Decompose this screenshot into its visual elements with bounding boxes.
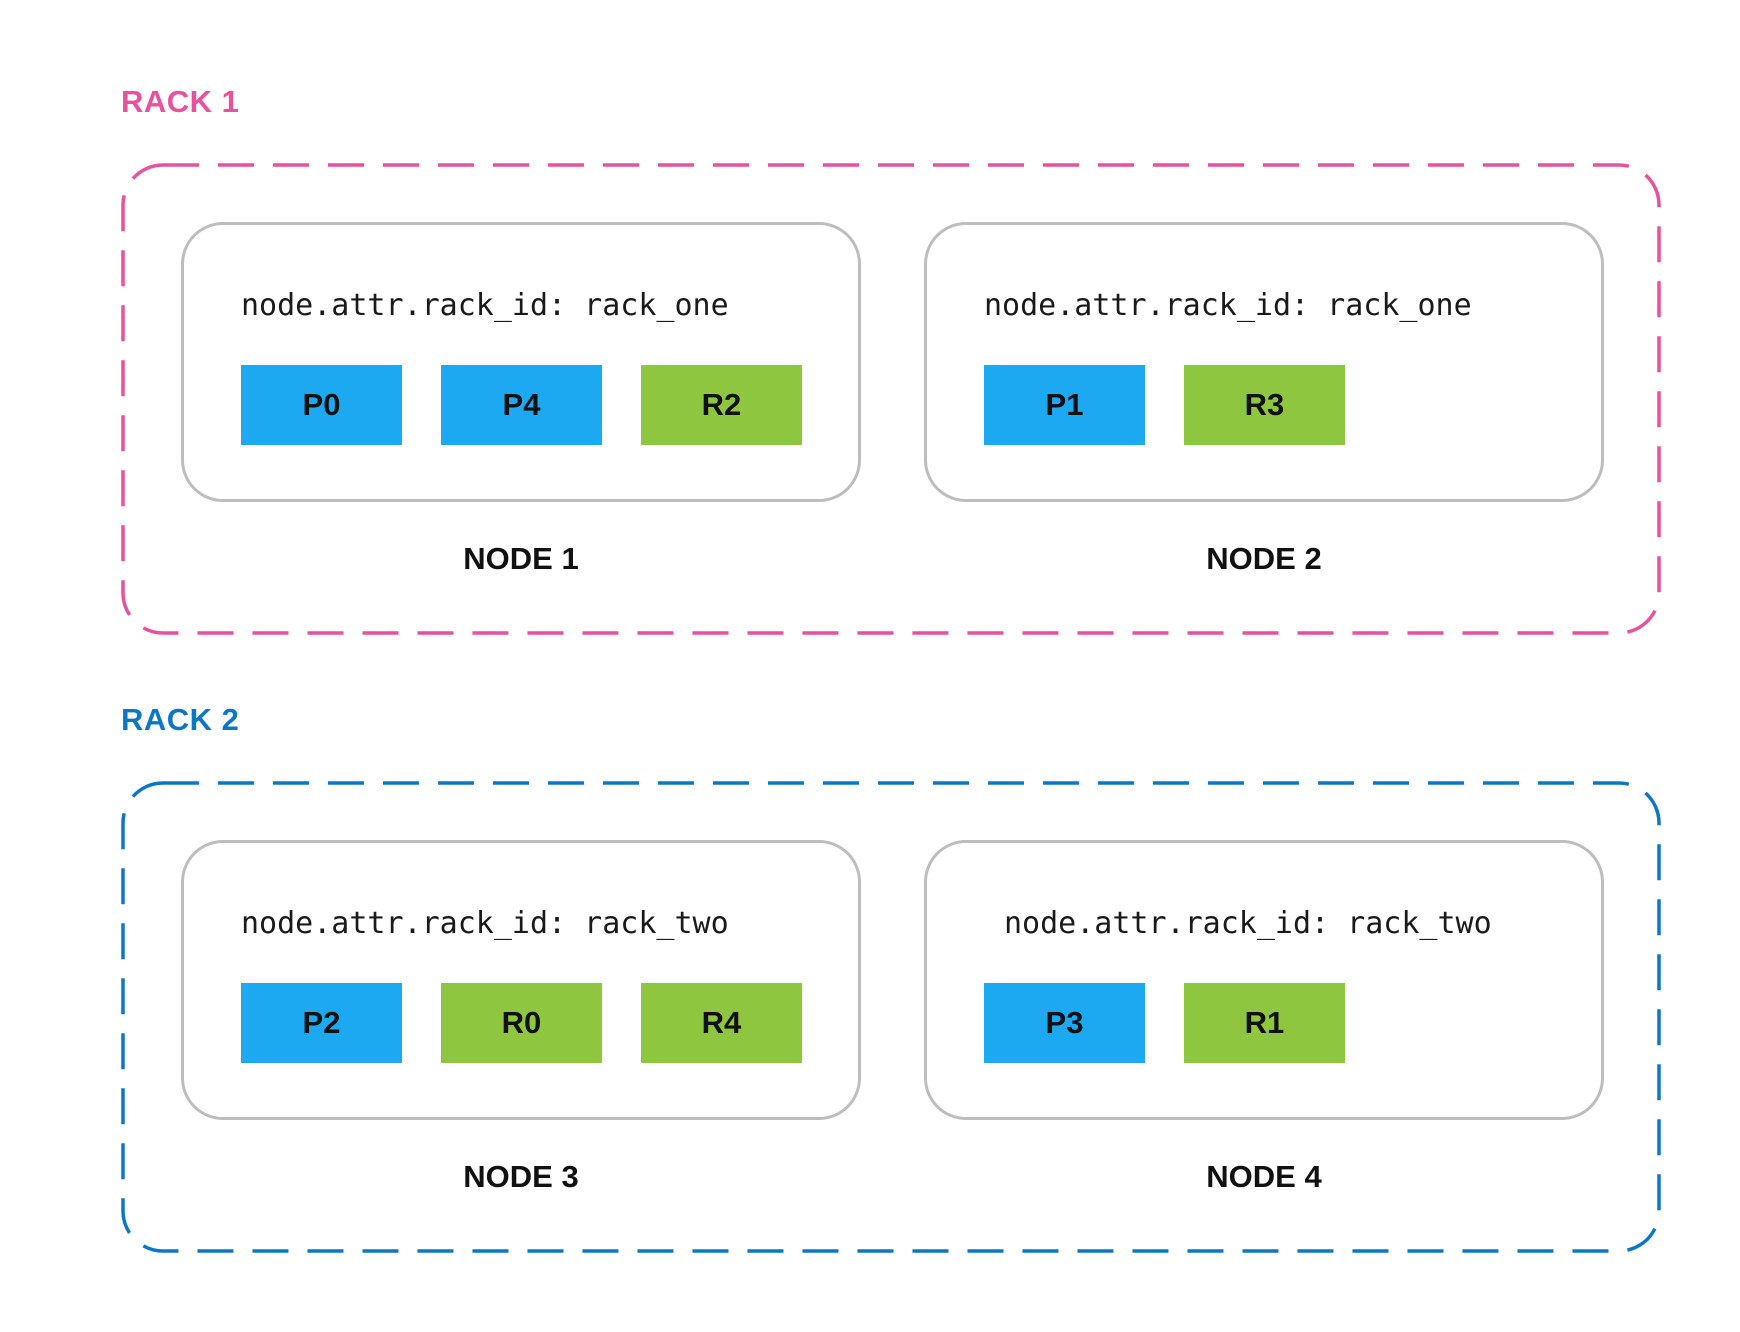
node-4: node.attr.rack_id: rack_two P3 R1 [924,840,1604,1120]
node-2: node.attr.rack_id: rack_one P1 R3 [924,222,1604,502]
shard-r4: R4 [641,983,802,1063]
shard-r1: R1 [1184,983,1345,1063]
node-3: node.attr.rack_id: rack_two P2 R0 R4 [181,840,861,1120]
node-4-label: NODE 4 [1206,1159,1322,1194]
shard-r3: R3 [1184,365,1345,445]
node-3-label: NODE 3 [463,1159,579,1194]
shard-p0: P0 [241,365,402,445]
node-2-attr: node.attr.rack_id: rack_one [984,288,1472,323]
rack-1-label: RACK 1 [121,84,240,119]
rack-2-dashed-border [121,781,1661,1253]
rack-2-border-rect [121,781,1661,1253]
rack-2-label: RACK 2 [121,702,240,737]
rack-1-border-rect [121,163,1661,635]
shard-r0: R0 [441,983,602,1063]
node-2-label: NODE 2 [1206,541,1322,576]
node-1-label: NODE 1 [463,541,579,576]
node-3-attr: node.attr.rack_id: rack_two [241,906,729,941]
shard-p3: P3 [984,983,1145,1063]
rack-1-container [121,163,1661,635]
shard-p1: P1 [984,365,1145,445]
shard-p4: P4 [441,365,602,445]
shard-r2: R2 [641,365,802,445]
node-1-attr: node.attr.rack_id: rack_one [241,288,729,323]
rack-1-dashed-border [121,163,1661,635]
node-1: node.attr.rack_id: rack_one P0 P4 R2 [181,222,861,502]
rack-2-container [121,781,1661,1253]
shard-p2: P2 [241,983,402,1063]
node-4-attr: node.attr.rack_id: rack_two [1004,906,1492,941]
